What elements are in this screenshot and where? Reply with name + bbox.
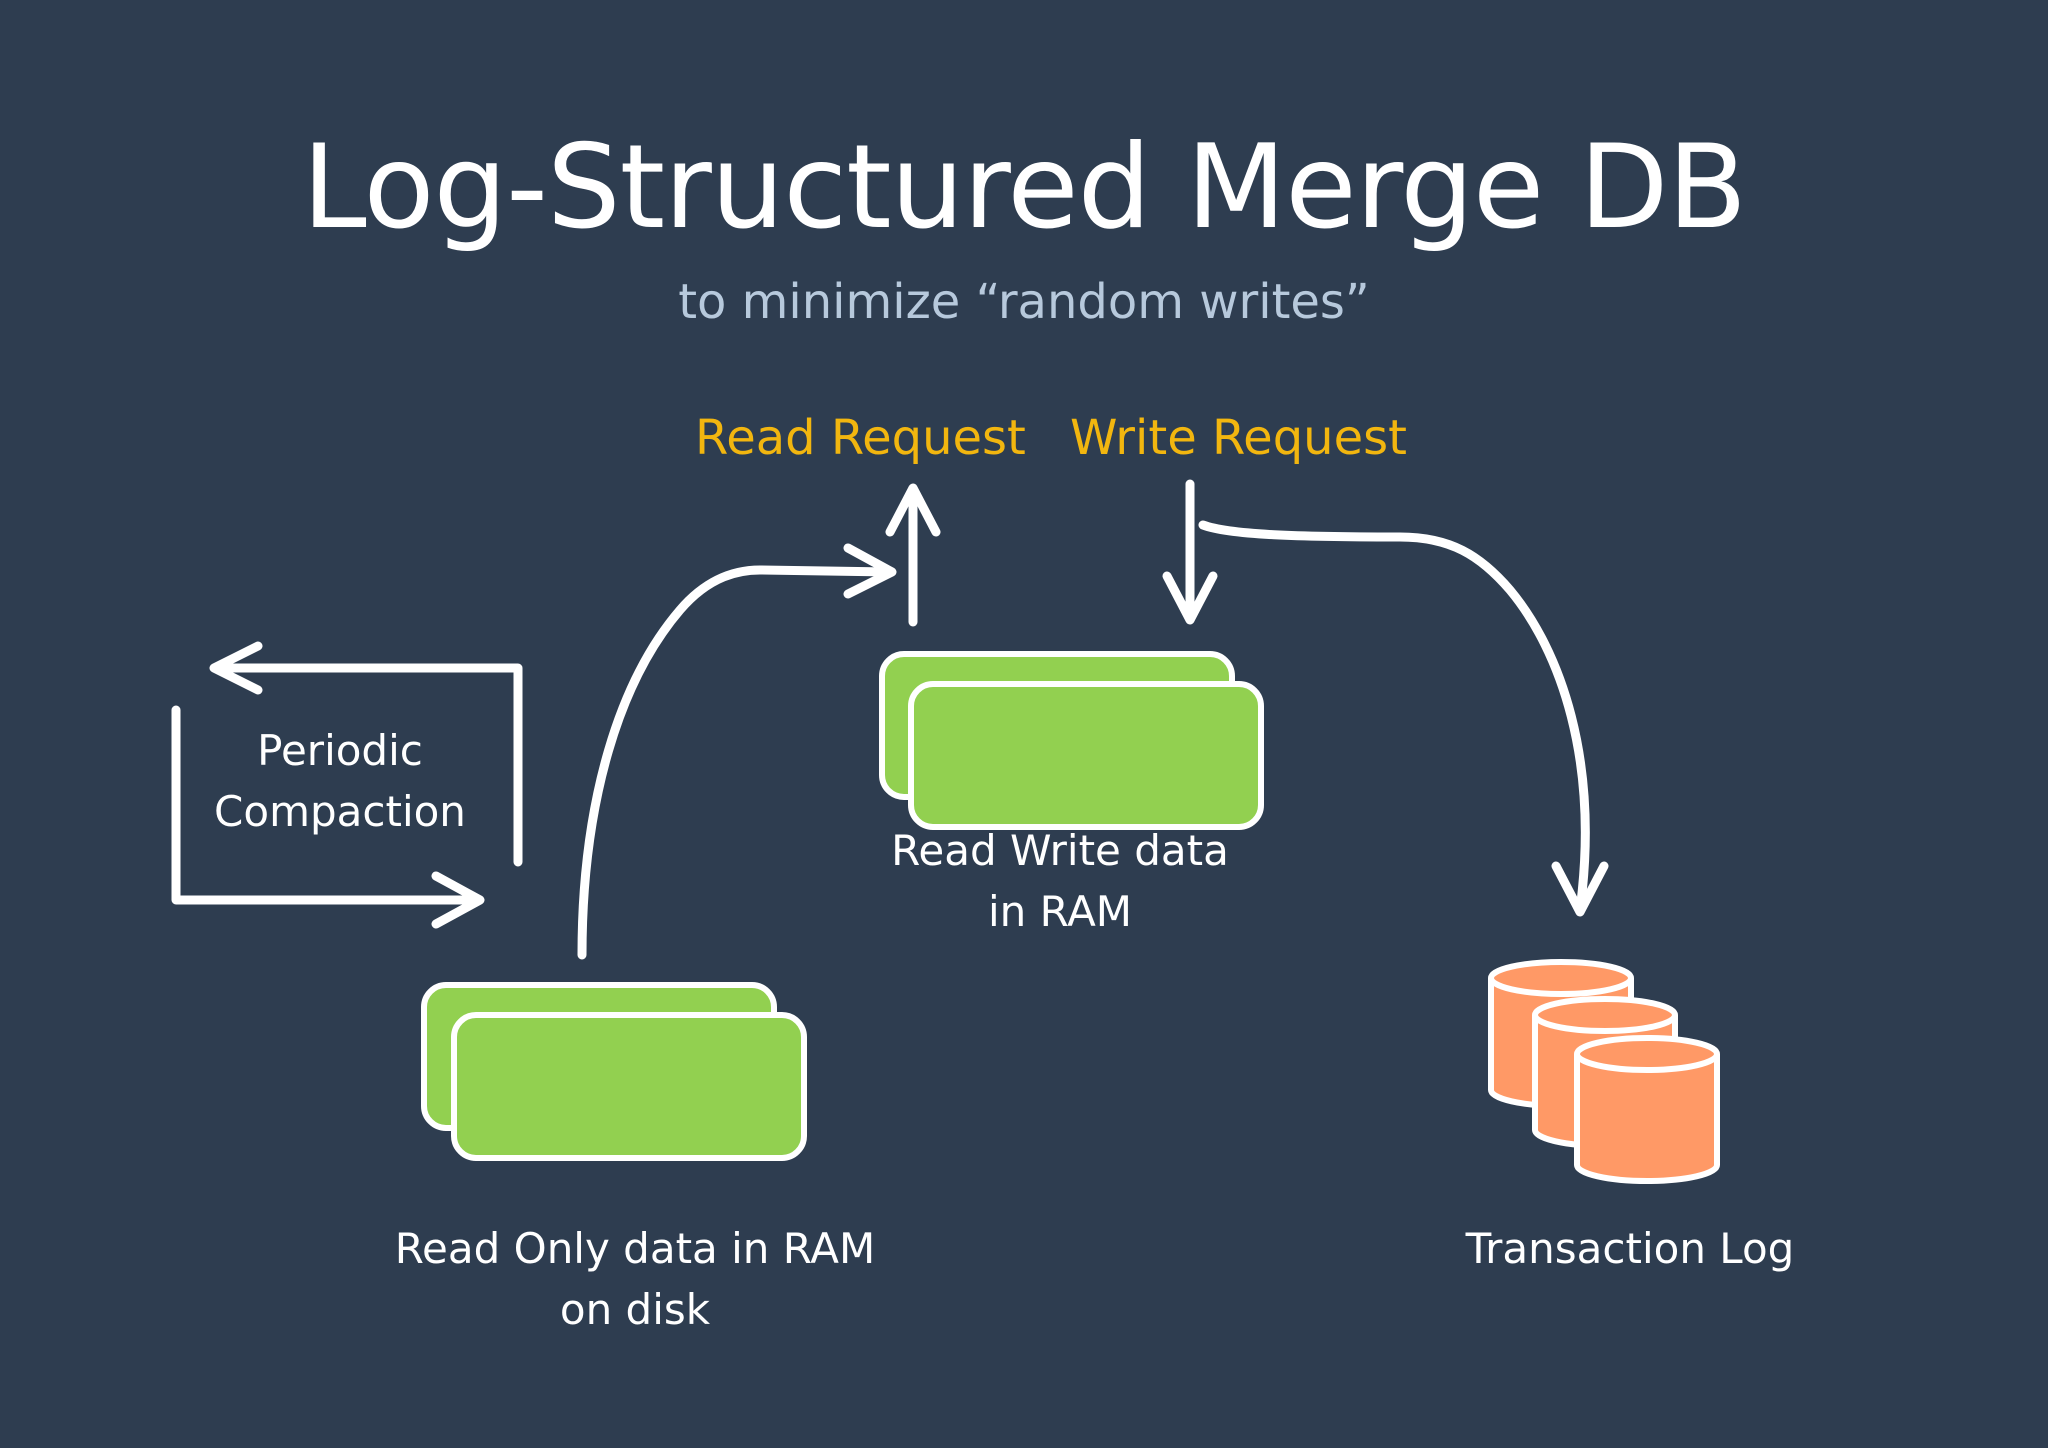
- transaction-log-label: Transaction Log: [1465, 1224, 1795, 1273]
- read-write-blocks: [879, 651, 1264, 830]
- compaction-loop: [171, 641, 523, 929]
- write-request-arrowhead: [1162, 571, 1218, 625]
- read-request-arrowhead: [885, 483, 941, 537]
- write-to-log-arrow: [1198, 520, 1609, 917]
- read-only-block-front: [451, 1012, 807, 1161]
- read-request-label: Read Request: [695, 410, 1026, 466]
- compaction-bottom-arrow: [171, 705, 483, 905]
- read-write-ram-label: Read Write data in RAM: [891, 826, 1229, 936]
- compaction-bottom-arrowhead: [431, 871, 485, 929]
- slide-subtitle: to minimize “random writes”: [678, 274, 1370, 330]
- read-write-block-front: [908, 681, 1264, 830]
- compaction-top-arrowhead: [209, 641, 263, 695]
- write-request-arrow: [1162, 479, 1218, 625]
- write-to-log-arrowhead: [1551, 861, 1609, 917]
- read-only-to-read-arrow: [577, 543, 897, 960]
- read-request-arrow: [885, 483, 941, 627]
- read-only-to-read-arrowhead: [843, 543, 897, 599]
- periodic-compaction-label: Periodic Compaction: [214, 726, 466, 836]
- log-cylinder-3: [1574, 1035, 1720, 1184]
- slide-title: Log-Structured Merge DB: [301, 120, 1747, 255]
- transaction-log-cylinders: [1488, 959, 1720, 1184]
- read-only-data-label: Read Only data in RAM on disk: [394, 1224, 876, 1334]
- write-request-label: Write Request: [1070, 410, 1407, 466]
- compaction-top-arrow: [210, 663, 523, 867]
- read-only-blocks: [421, 982, 807, 1161]
